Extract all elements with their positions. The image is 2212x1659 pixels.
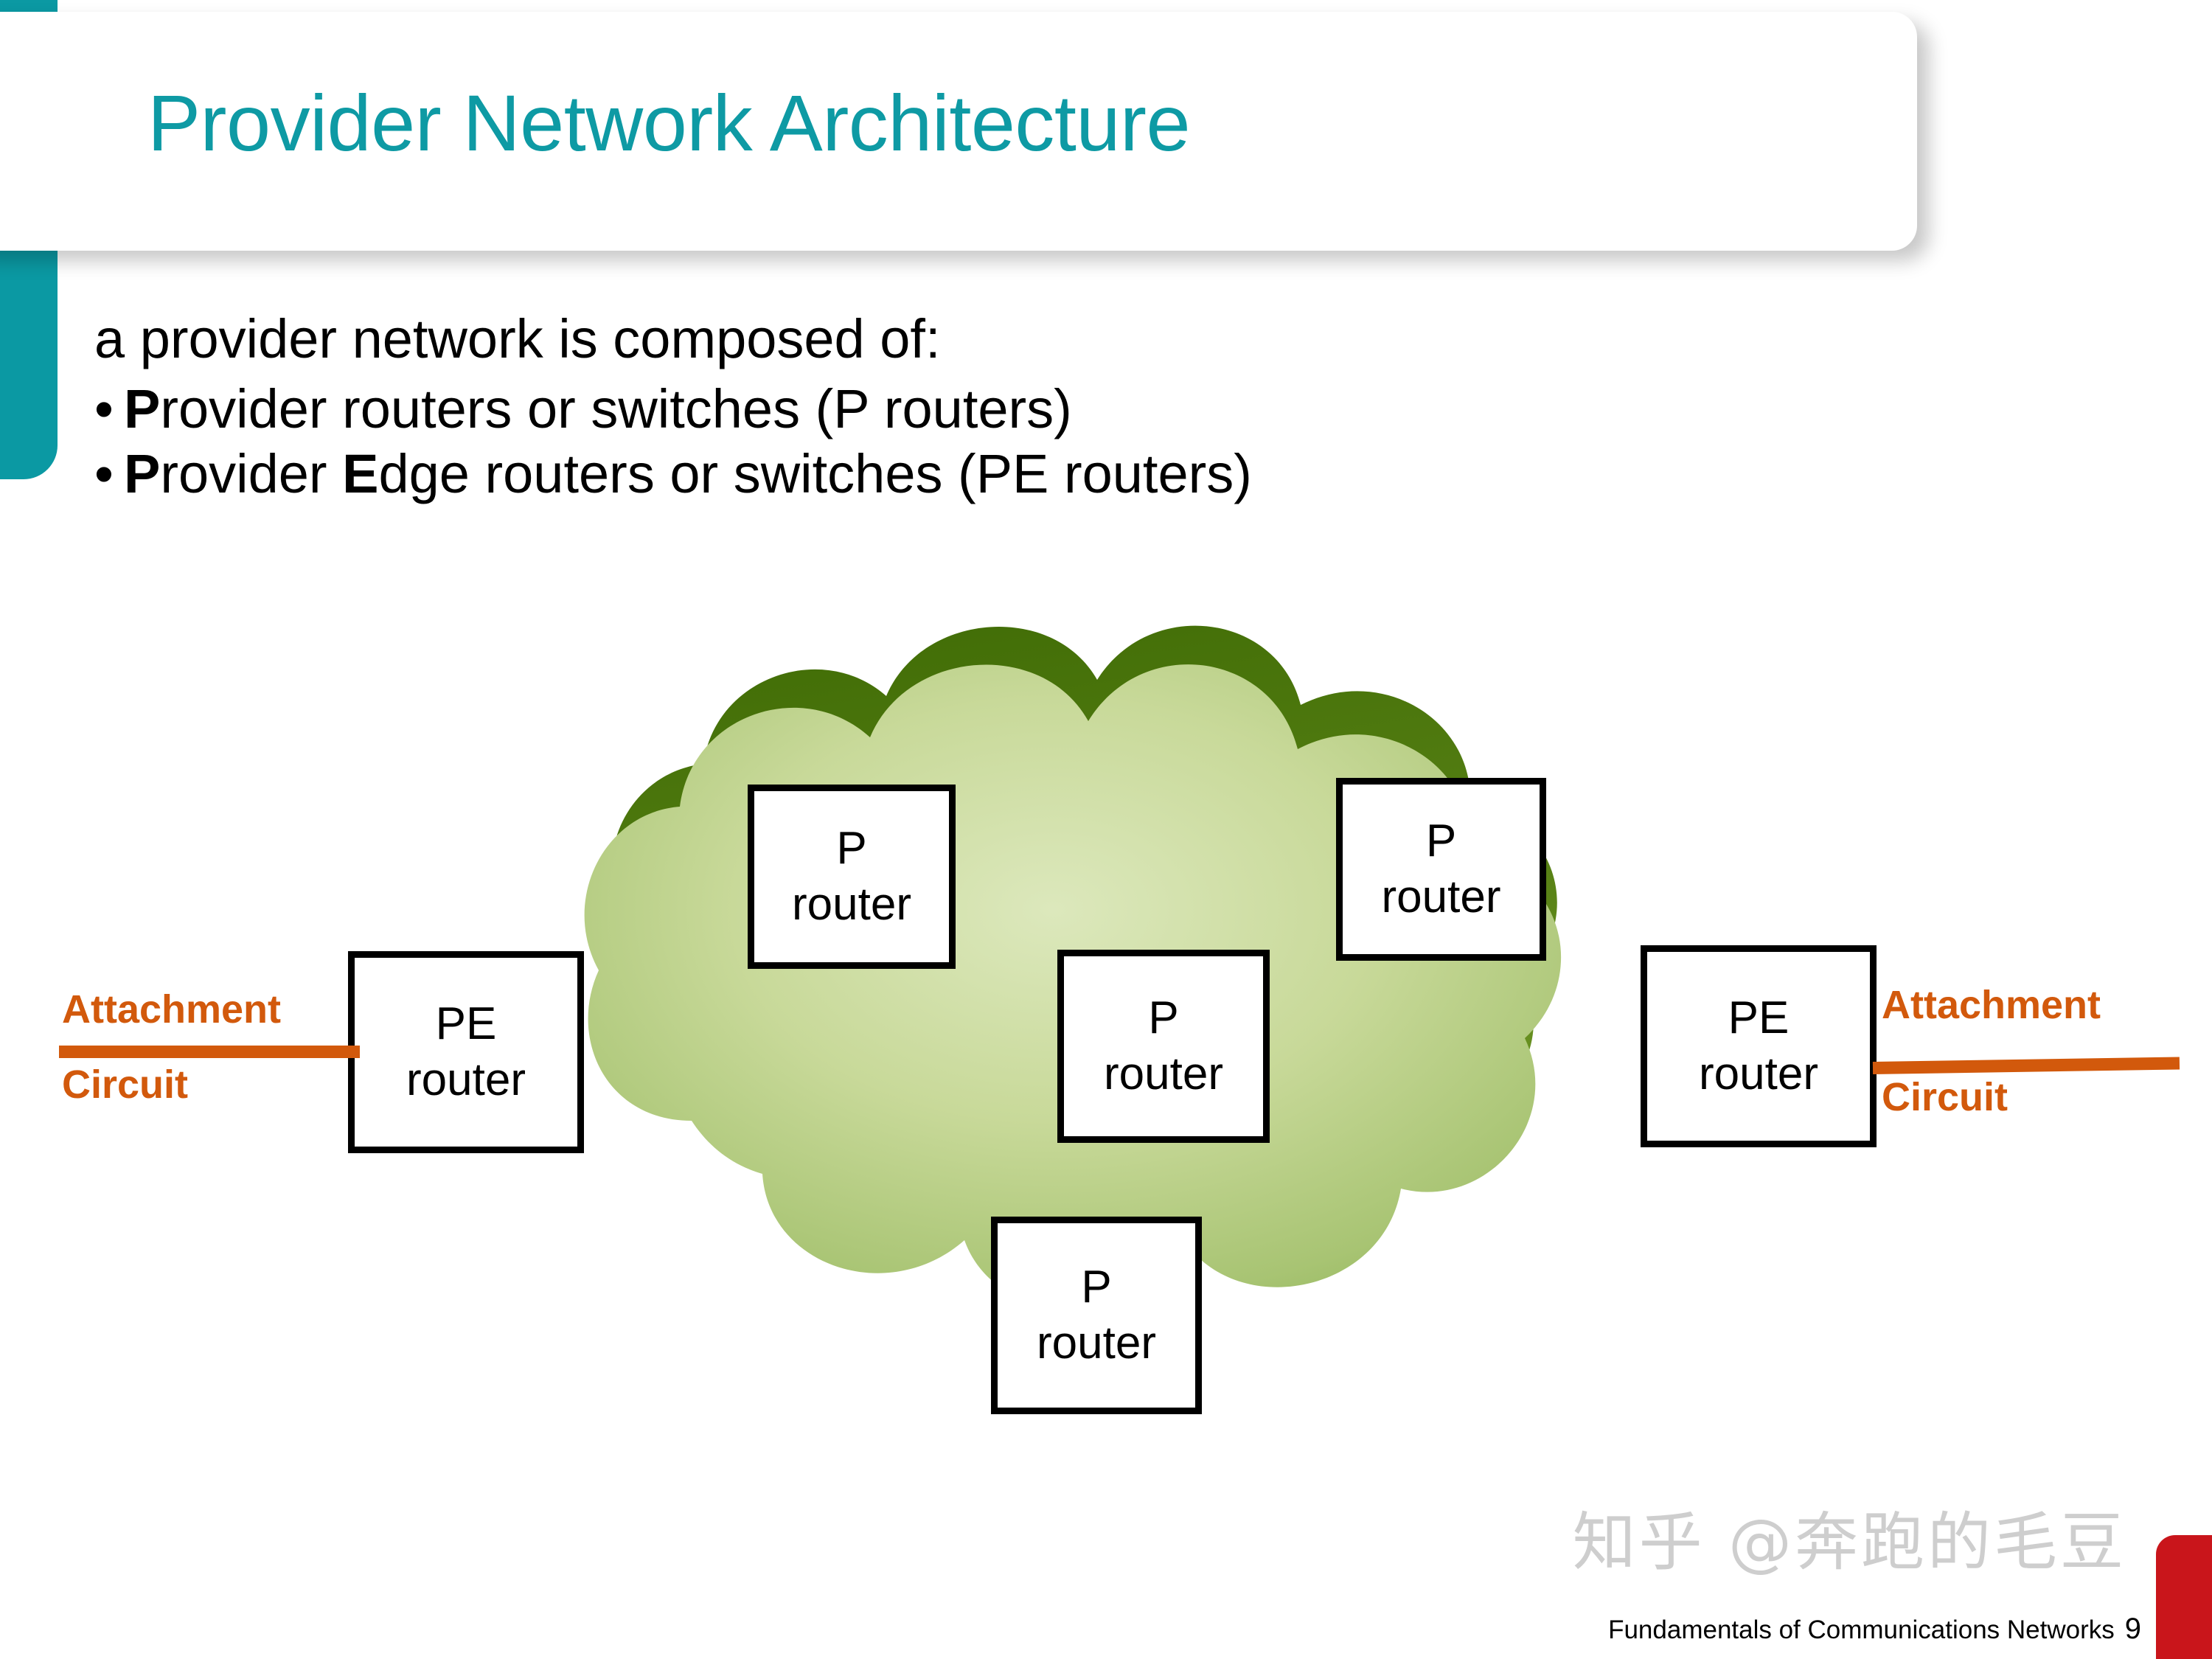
footer-page-number: 9 <box>2124 1613 2141 1645</box>
watermark-text: 知乎 @奔跑的毛豆 <box>1572 1506 2126 1579</box>
p-router-center-line1: P <box>1148 992 1179 1044</box>
pe-router-right-line2: router <box>1699 1048 1818 1099</box>
bullet-glyph-2: • <box>94 442 114 504</box>
bullet-2-strong-p: P <box>124 442 161 504</box>
page-title: Provider Network Architecture <box>147 78 1191 167</box>
attachment-circuit-left-line2: Circuit <box>62 1062 189 1107</box>
p-router-top-right-line1: P <box>1425 815 1457 867</box>
footer-course-title: Fundamentals of Communications Networks <box>1608 1615 2115 1644</box>
bullet-2-rest: dge routers or switches (PE routers) <box>378 442 1252 504</box>
body-lead-line: a provider network is composed of: <box>94 308 941 369</box>
body-bullet-1: •Provider routers or switches (P routers… <box>94 377 1864 441</box>
p-router-box-top-left: P router <box>748 785 956 969</box>
bullet-glyph-1: • <box>94 378 114 440</box>
body-text-block: a provider network is composed of: •Prov… <box>94 307 1864 506</box>
p-router-top-left-line1: P <box>836 823 867 874</box>
p-router-center-line2: router <box>1104 1048 1223 1099</box>
attachment-circuit-right-line2: Circuit <box>1882 1075 2008 1119</box>
pe-router-left-line2: router <box>406 1054 526 1105</box>
p-router-bottom-line1: P <box>1081 1262 1112 1313</box>
pe-router-left-line1: PE <box>435 998 497 1050</box>
attachment-circuit-left-line1: Attachment <box>62 987 282 1032</box>
pe-router-right-line1: PE <box>1728 992 1790 1044</box>
body-bullet-2: •Provider Edge routers or switches (PE r… <box>94 442 1864 506</box>
title-card: Provider Network Architecture <box>0 12 1917 251</box>
p-router-top-left-line2: router <box>792 879 911 930</box>
bottom-right-corner-shape <box>2156 1535 2212 1659</box>
p-router-box-bottom: P router <box>991 1217 1202 1414</box>
attachment-circuit-right-line1: Attachment <box>1882 983 2101 1027</box>
p-router-bottom-line2: router <box>1037 1318 1156 1368</box>
p-router-top-right-line2: router <box>1381 872 1501 922</box>
bullet-1-rest: rovider routers or switches (P routers) <box>160 378 1072 440</box>
bullet-1-strong: P <box>124 378 161 440</box>
attachment-circuit-right-line <box>1872 1057 2180 1074</box>
p-router-box-top-right: P router <box>1336 778 1546 961</box>
bullet-2-strong-e: E <box>342 442 379 504</box>
pe-router-box-left: PE router <box>348 951 584 1153</box>
attachment-circuit-left-line <box>59 1046 360 1058</box>
slide-footer: Fundamentals of Communications Networks 9 <box>1608 1613 2141 1646</box>
p-router-box-center: P router <box>1057 950 1270 1143</box>
bullet-2-mid: rovider <box>160 442 343 504</box>
pe-router-box-right: PE router <box>1641 945 1877 1147</box>
